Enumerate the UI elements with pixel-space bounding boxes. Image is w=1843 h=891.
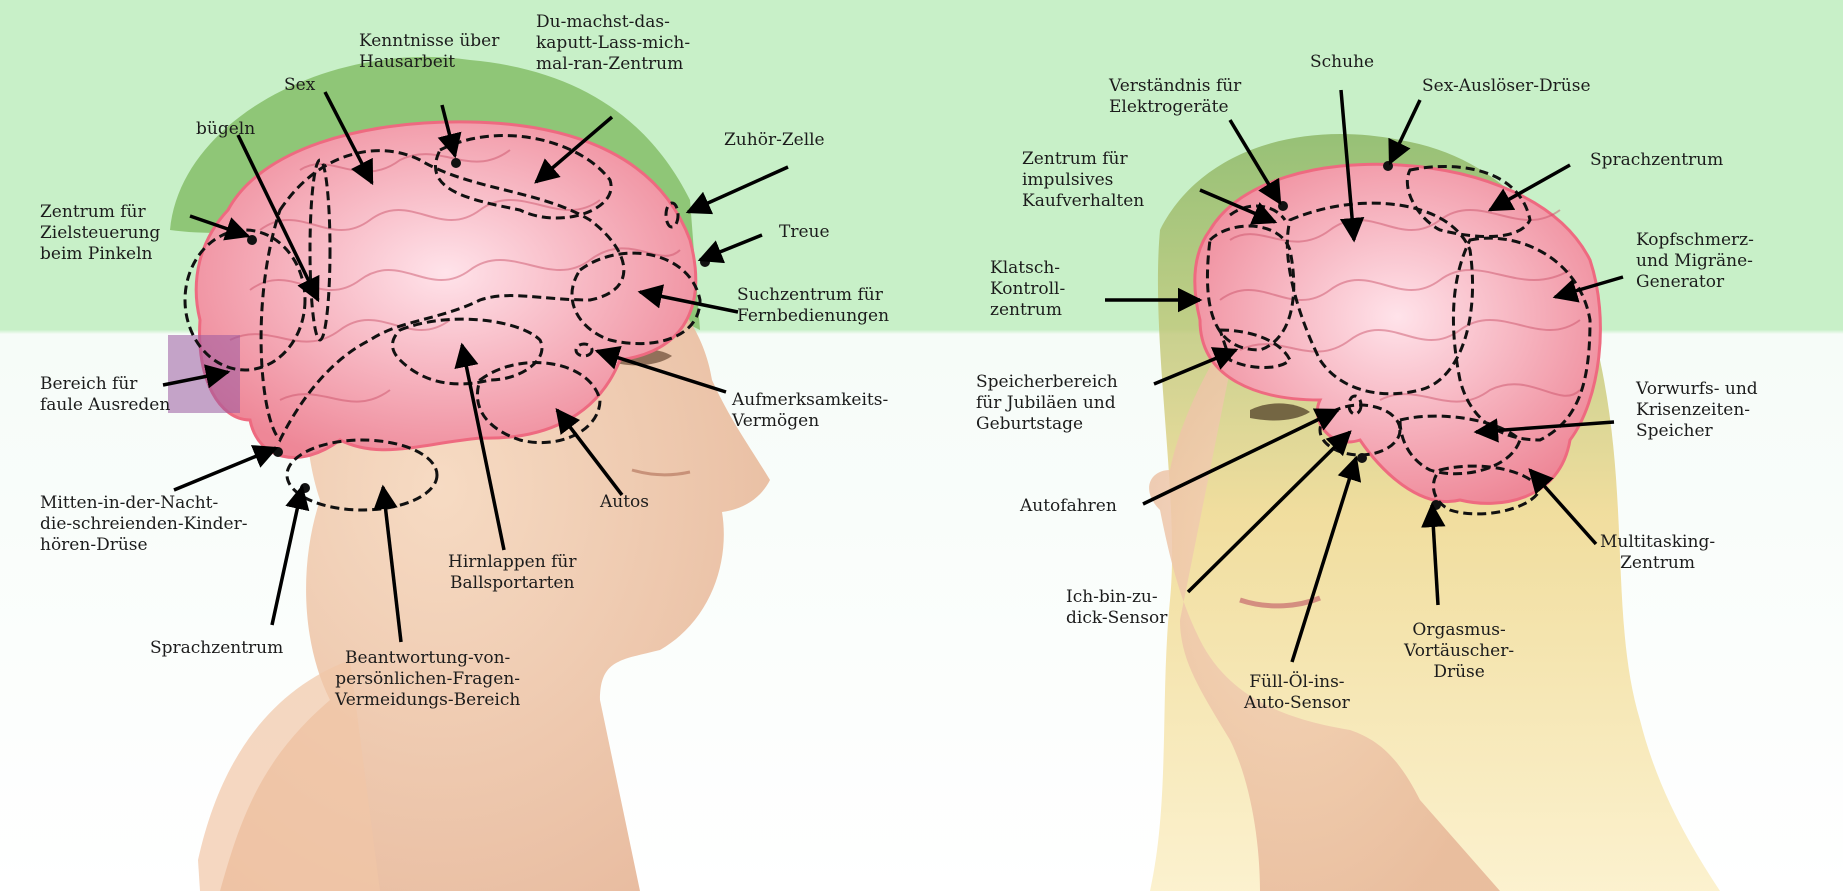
label-nacht: Mitten-in-der-Nacht- die-schreienden-Kin… <box>40 493 248 556</box>
label-suchzentrum: Suchzentrum für Fernbedienungen <box>737 285 889 327</box>
label-autos: Autos <box>600 492 649 513</box>
label-vorwurfs: Vorwurfs- und Krisenzeiten- Speicher <box>1636 379 1758 442</box>
label-kaufverhalten: Zentrum für impulsives Kaufverhalten <box>1022 149 1144 212</box>
label-sexausloeser: Sex-Auslöser-Drüse <box>1422 76 1591 97</box>
label-kopfschmerz: Kopfschmerz- und Migräne- Generator <box>1636 230 1754 293</box>
label-sprachzentrum-female: Sprachzentrum <box>1590 150 1723 171</box>
label-jubilaeen: Speicherbereich für Jubiläen und Geburts… <box>976 372 1118 435</box>
label-fragen: Beantwortung-von- persönlichen-Fragen- V… <box>335 648 520 711</box>
label-treue: Treue <box>779 222 830 243</box>
label-elektro: Verständnis für Elektrogeräte <box>1109 76 1241 118</box>
label-buegeln: bügeln <box>196 119 255 140</box>
label-orgasmus: Orgasmus- Vortäuscher- Drüse <box>1404 620 1514 683</box>
label-hausarbeit: Kenntnisse über Hausarbeit <box>359 31 499 73</box>
label-sex: Sex <box>284 75 315 96</box>
label-autofahren: Autofahren <box>1020 496 1117 517</box>
label-sprachzentrum-male: Sprachzentrum <box>150 638 283 659</box>
label-schuhe: Schuhe <box>1310 52 1374 73</box>
male-ear-shadow <box>168 335 240 413</box>
label-oel: Füll-Öl-ins- Auto-Sensor <box>1244 672 1350 714</box>
label-klatsch: Klatsch- Kontroll- zentrum <box>990 258 1065 321</box>
label-ballsport: Hirnlappen für Ballsportarten <box>448 552 576 594</box>
label-zudick: Ich-bin-zu- dick-Sensor <box>1066 587 1167 629</box>
label-ausreden: Bereich für faule Ausreden <box>40 374 170 416</box>
label-aufmerksamkeit: Aufmerksamkeits- Vermögen <box>732 390 888 432</box>
label-zielsteuerung: Zentrum für Zielsteuerung beim Pinkeln <box>40 202 160 265</box>
label-multitasking: Multitasking- Zentrum <box>1600 532 1715 574</box>
label-kaputt: Du-machst-das- kaputt-Lass-mich- mal-ran… <box>536 12 690 75</box>
label-zuhoer: Zuhör-Zelle <box>724 130 825 151</box>
